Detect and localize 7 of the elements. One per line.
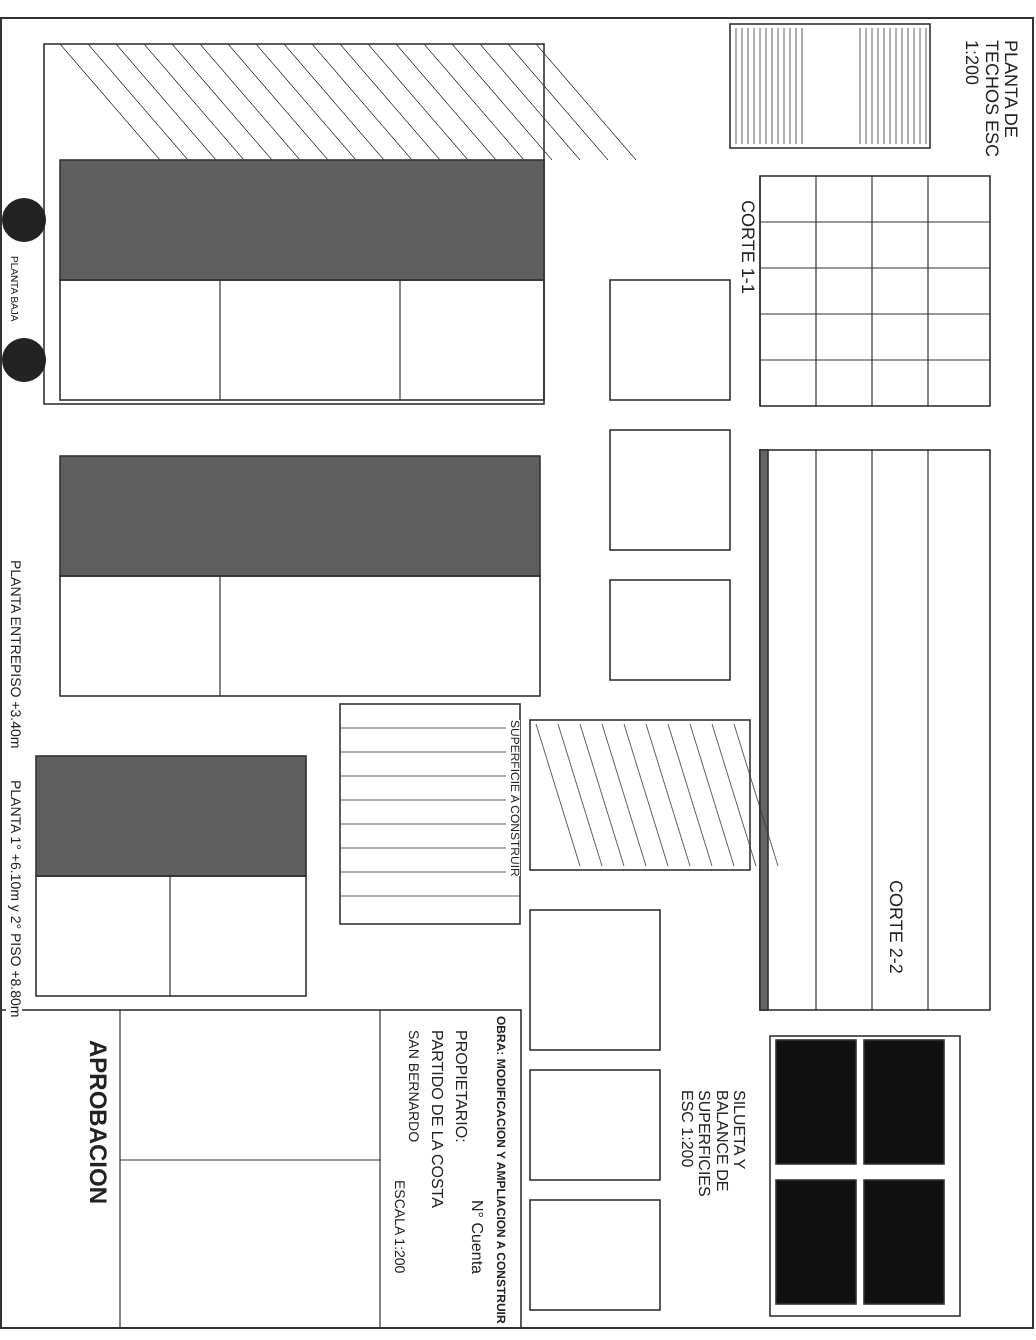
drawing-title: CORTE 1-1: [736, 200, 756, 294]
field-label: PROPIETARIO:: [450, 1030, 468, 1143]
stamp-heading: APROBACION: [84, 1040, 111, 1205]
location-text: PARTIDO DE LA COSTA: [426, 1030, 444, 1208]
drawing-title: PLANTA DE TECHOS ESC 1:200: [960, 40, 1020, 160]
drawing-title: CORTE 2-2: [884, 880, 904, 974]
field-label: N° Cuenta: [466, 1200, 484, 1274]
